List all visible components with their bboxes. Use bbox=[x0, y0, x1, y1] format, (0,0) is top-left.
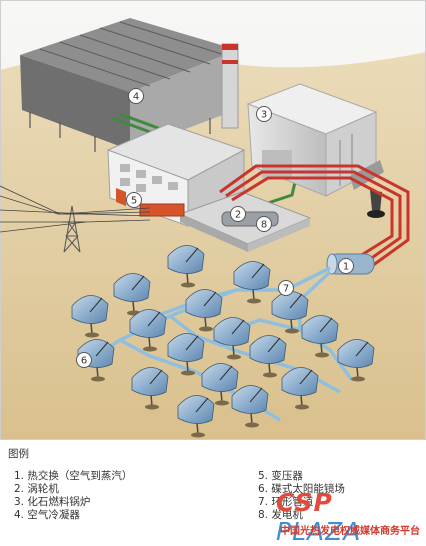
solar-dish bbox=[281, 367, 319, 410]
legend-column-right: 5. 变压器 6. 碟式太阳能镜场 7. 环形管道 8. 发电机 bbox=[258, 470, 345, 522]
callout-2: 2 bbox=[230, 206, 246, 222]
solar-dish bbox=[113, 273, 151, 316]
callout-label: 7 bbox=[283, 284, 289, 295]
solar-dish bbox=[131, 367, 169, 410]
legend-item: 8. 发电机 bbox=[258, 509, 303, 521]
power-lines bbox=[0, 185, 151, 233]
solar-dish bbox=[301, 315, 339, 358]
solar-dish bbox=[201, 363, 239, 406]
callout-label: 2 bbox=[235, 210, 241, 221]
legend-column-left: 1. 热交换（空气到蒸汽） 2. 涡轮机 3. 化石燃料锅炉 4. 空气冷凝器 bbox=[14, 470, 132, 522]
callout-4: 4 bbox=[128, 88, 144, 104]
solar-dish bbox=[167, 333, 205, 376]
callout-label: 4 bbox=[133, 92, 139, 103]
callout-label: 8 bbox=[261, 220, 267, 231]
legend: 图例 1. 热交换（空气到蒸汽） 2. 涡轮机 3. 化石燃料锅炉 4. 空气冷… bbox=[0, 440, 426, 544]
solar-dish bbox=[337, 339, 375, 382]
plant-diagram: 1 2 3 4 5 6 7 8 bbox=[0, 0, 426, 440]
legend-item: 7. 环形管道 bbox=[258, 496, 314, 508]
legend-title: 图例 bbox=[8, 448, 29, 460]
solar-dish bbox=[233, 261, 271, 304]
steam-pipes bbox=[219, 164, 410, 268]
chimney bbox=[221, 43, 239, 129]
callout-label: 3 bbox=[261, 110, 267, 121]
legend-item: 3. 化石燃料锅炉 bbox=[14, 496, 91, 508]
callout-8: 8 bbox=[256, 216, 272, 232]
solar-dish bbox=[249, 335, 287, 378]
solar-dish bbox=[185, 289, 223, 332]
callout-3: 3 bbox=[256, 106, 272, 122]
callout-7: 7 bbox=[278, 280, 294, 296]
callout-label: 6 bbox=[81, 356, 87, 367]
brand-plaza: PLAZA bbox=[276, 517, 362, 546]
solar-dish bbox=[231, 385, 269, 428]
legend-item: 5. 变压器 bbox=[258, 470, 303, 482]
callout-5: 5 bbox=[126, 192, 142, 208]
solar-dish bbox=[71, 295, 109, 338]
legend-item: 1. 热交换（空气到蒸汽） bbox=[14, 470, 133, 482]
brand-csp: CSP bbox=[276, 488, 333, 517]
solar-dish bbox=[213, 317, 251, 360]
callouts: 1 2 3 4 5 6 7 8 bbox=[76, 88, 354, 368]
brand-subtitle: 中国光热发电权威媒体商务平台 bbox=[280, 526, 420, 537]
legend-item: 4. 空气冷凝器 bbox=[14, 509, 80, 521]
solar-dish bbox=[271, 291, 309, 334]
legend-item: 6. 碟式太阳能镜场 bbox=[258, 483, 345, 495]
solar-dish bbox=[129, 309, 167, 352]
callout-label: 5 bbox=[131, 196, 137, 207]
dish-field bbox=[71, 245, 375, 438]
callout-label: 1 bbox=[343, 262, 349, 273]
callout-6: 6 bbox=[76, 352, 92, 368]
callout-1: 1 bbox=[338, 258, 354, 274]
legend-item: 2. 涡轮机 bbox=[14, 483, 59, 495]
solar-dish bbox=[167, 245, 205, 288]
air-condenser bbox=[20, 18, 238, 166]
turbine-platform bbox=[139, 191, 312, 252]
solar-dish bbox=[177, 395, 215, 438]
brand-logo: CSP PLAZA bbox=[276, 488, 426, 546]
